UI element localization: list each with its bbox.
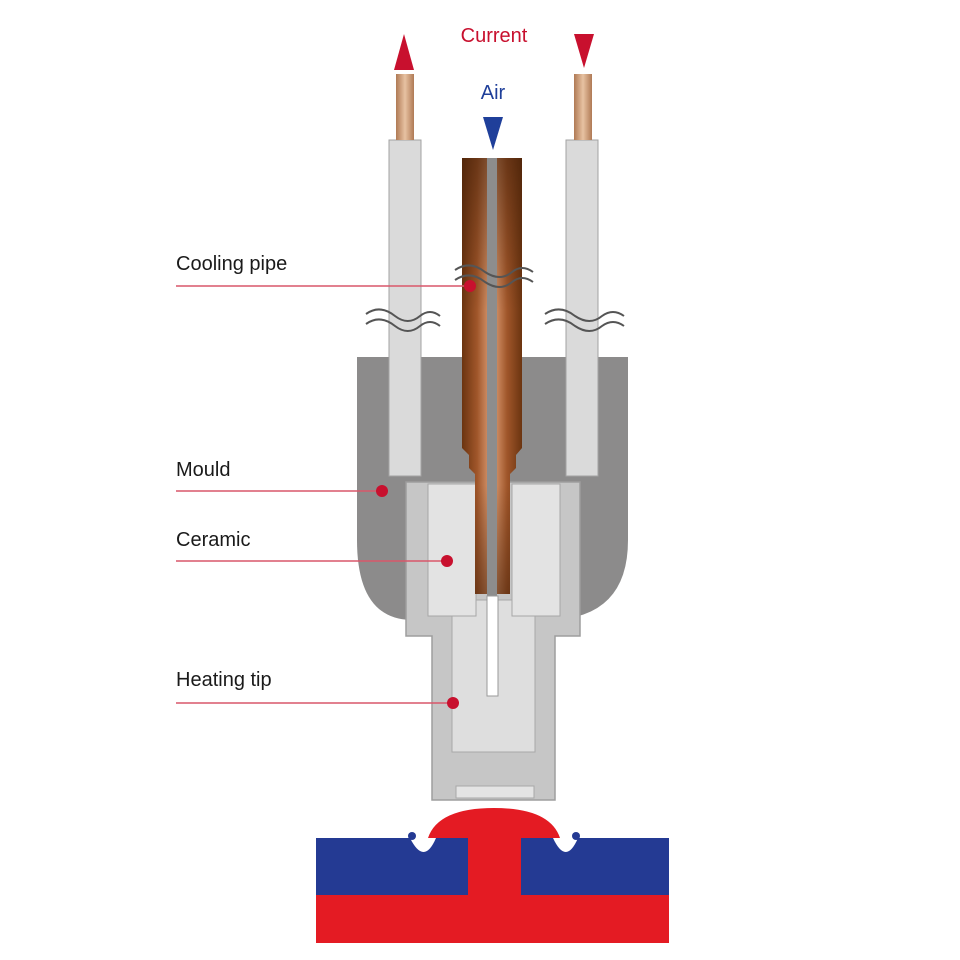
workpiece-bead-left	[408, 832, 416, 840]
break-markers	[365, 264, 625, 332]
workpiece-red-base	[316, 893, 669, 943]
workpiece-notch-right	[553, 838, 578, 852]
current-wire-right	[574, 74, 592, 140]
workpiece-blue-left	[316, 838, 468, 895]
workpiece-stud	[428, 808, 560, 895]
heating-tip-dot	[447, 697, 459, 709]
heating-tip-foot	[455, 785, 535, 799]
mould-dot	[376, 485, 388, 497]
heating-tip-label: Heating tip	[176, 669, 272, 691]
workpiece-bead-right	[572, 832, 580, 840]
air-channel	[487, 158, 497, 598]
air-down-arrow	[483, 117, 503, 150]
workpiece-notch-left	[410, 838, 436, 852]
cooling-pipe-right	[565, 139, 599, 477]
cooling-pipe-label: Cooling pipe	[176, 253, 287, 275]
current-down-arrow	[574, 34, 594, 68]
workpiece-blue-right	[521, 838, 669, 895]
air-label: Air	[481, 82, 506, 104]
current-wire-left	[396, 74, 414, 140]
ceramic-label: Ceramic	[176, 529, 250, 551]
current-label: Current	[461, 25, 528, 47]
ceramic-right	[511, 483, 561, 617]
mould-label: Mould	[176, 459, 230, 481]
ceramic-dot	[441, 555, 453, 567]
cooling-pipe-dot	[464, 280, 476, 292]
heating-pin	[486, 595, 499, 697]
cooling-pipe-left	[388, 139, 422, 477]
ceramic-left	[427, 483, 477, 617]
current-up-arrow	[394, 34, 414, 70]
